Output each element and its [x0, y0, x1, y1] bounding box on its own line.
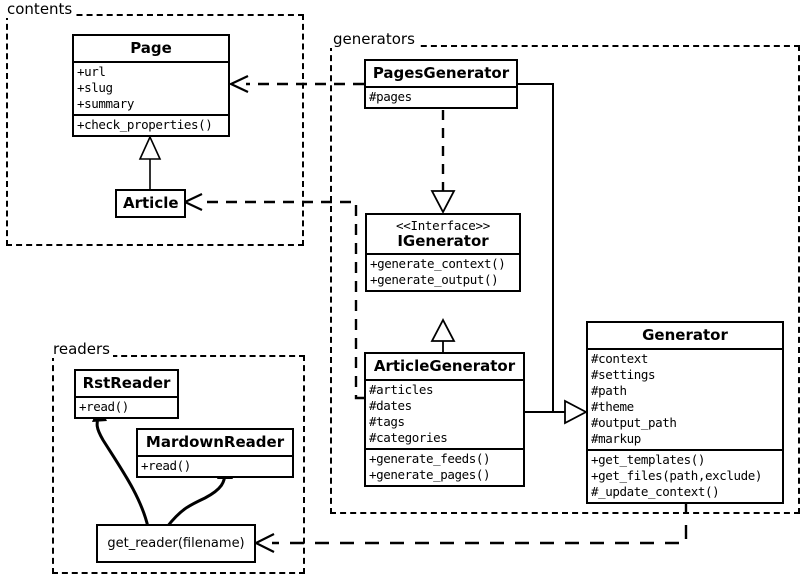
- class-name-articlegenerator: ArticleGenerator: [373, 357, 516, 375]
- attribute: #tags: [369, 413, 405, 429]
- package-label-contents: contents: [4, 0, 76, 18]
- operation: +read(): [141, 457, 191, 473]
- class-attributes-pagesgenerator: #pages: [366, 85, 516, 107]
- package-label-readers: readers: [50, 340, 113, 358]
- attribute: #context: [591, 350, 649, 366]
- class-attributes-page: +url +slug +summary: [74, 60, 228, 114]
- operation: +generate_output(): [370, 272, 499, 288]
- operation: +generate_feeds(): [369, 450, 491, 466]
- class-name-page: Page: [130, 39, 172, 57]
- class-box-rstreader[interactable]: RstReader +read(): [74, 369, 179, 419]
- class-box-article[interactable]: Article: [115, 189, 186, 218]
- attribute: #markup: [591, 430, 641, 446]
- class-operations-generator: +get_templates() +get_files(path,exclude…: [588, 448, 782, 502]
- class-name-rstreader: RstReader: [82, 374, 171, 392]
- operation: +read(): [79, 398, 129, 414]
- class-name-pagesgenerator: PagesGenerator: [372, 64, 510, 82]
- class-operations-rstreader: +read(): [76, 395, 177, 417]
- class-name-mardownreader: MardownReader: [145, 433, 285, 451]
- class-name-igenerator: <<Interface>> IGenerator: [367, 215, 519, 253]
- operation: +generate_pages(): [369, 466, 491, 482]
- class-box-page[interactable]: Page +url +slug +summary +check_properti…: [72, 34, 230, 137]
- attribute: #pages: [369, 88, 412, 104]
- attribute: #path: [591, 382, 627, 398]
- attribute: +url: [77, 63, 106, 79]
- attribute: +summary: [77, 95, 135, 111]
- class-box-mardownreader[interactable]: MardownReader +read(): [136, 428, 294, 478]
- package-frame-readers: [52, 355, 305, 574]
- package-label-generators: generators: [330, 30, 418, 48]
- attribute: #theme: [591, 398, 634, 414]
- attribute: #output_path: [591, 414, 677, 430]
- operation: +check_properties(): [77, 116, 213, 132]
- attribute: #articles: [369, 381, 434, 397]
- operation: +get_files(path,exclude): [591, 467, 763, 483]
- class-operations-mardownreader: +read(): [138, 454, 292, 476]
- attribute: #categories: [369, 429, 448, 445]
- operation: +get_templates(): [591, 451, 706, 467]
- operation: #_update_context(): [591, 483, 720, 499]
- attribute: #settings: [591, 366, 656, 382]
- class-operations-page: +check_properties(): [74, 113, 228, 135]
- package-frame-contents: [6, 14, 304, 246]
- attribute: +slug: [77, 79, 113, 95]
- class-operations-articlegenerator: +generate_feeds() +generate_pages(): [366, 447, 523, 485]
- class-stereotype-igenerator: <<Interface>>: [396, 218, 490, 233]
- function-box-get-reader[interactable]: get_reader(filename): [96, 524, 256, 563]
- class-box-articlegenerator[interactable]: ArticleGenerator #articles #dates #tags …: [364, 352, 525, 487]
- class-name-generator: Generator: [642, 326, 728, 344]
- class-box-generator[interactable]: Generator #context #settings #path #them…: [586, 321, 784, 504]
- operation: +generate_context(): [370, 256, 506, 272]
- class-box-pagesgenerator[interactable]: PagesGenerator #pages: [364, 59, 518, 109]
- class-operations-igenerator: +generate_context() +generate_output(): [367, 253, 519, 290]
- class-attributes-generator: #context #settings #path #theme #output_…: [588, 347, 782, 449]
- attribute: #dates: [369, 397, 412, 413]
- class-box-igenerator[interactable]: <<Interface>> IGenerator +generate_conte…: [365, 213, 521, 293]
- class-attributes-articlegenerator: #articles #dates #tags #categories: [366, 378, 523, 448]
- class-name-text-igenerator: IGenerator: [397, 231, 489, 250]
- class-name-article: Article: [123, 194, 179, 212]
- function-name-get-reader: get_reader(filename): [107, 536, 245, 551]
